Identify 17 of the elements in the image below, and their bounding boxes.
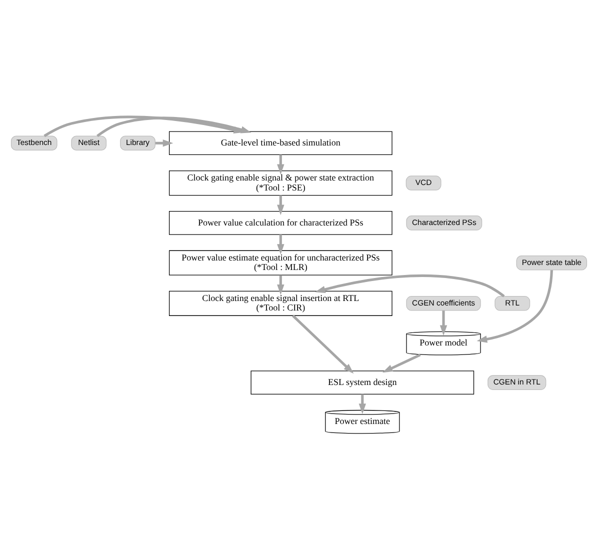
node-box: Clock gating enable signal insertion at RTL (*Tool : CIR) bbox=[168, 290, 392, 316]
arrow bbox=[277, 195, 284, 216]
node-box: Gate-level time-based simulation bbox=[168, 131, 392, 156]
node-box: Power value calculation for characterized PSs bbox=[168, 211, 392, 235]
arrow bbox=[292, 314, 354, 374]
arrow bbox=[358, 394, 366, 414]
arrow bbox=[277, 275, 284, 295]
arrow bbox=[277, 154, 284, 175]
arrow bbox=[476, 270, 553, 343]
arrow bbox=[382, 354, 421, 373]
node-box: Clock gating enable signal & power state extraction (*Tool : PSE) bbox=[168, 170, 392, 196]
arrow bbox=[277, 234, 284, 254]
node-box: Power value estimate equation for uncharacterized PSs (*Tool : MLR) bbox=[168, 250, 392, 276]
arrow bbox=[96, 116, 252, 138]
node-box: ESL system design bbox=[250, 370, 474, 394]
arrow bbox=[440, 310, 448, 336]
arrow bbox=[315, 274, 505, 298]
